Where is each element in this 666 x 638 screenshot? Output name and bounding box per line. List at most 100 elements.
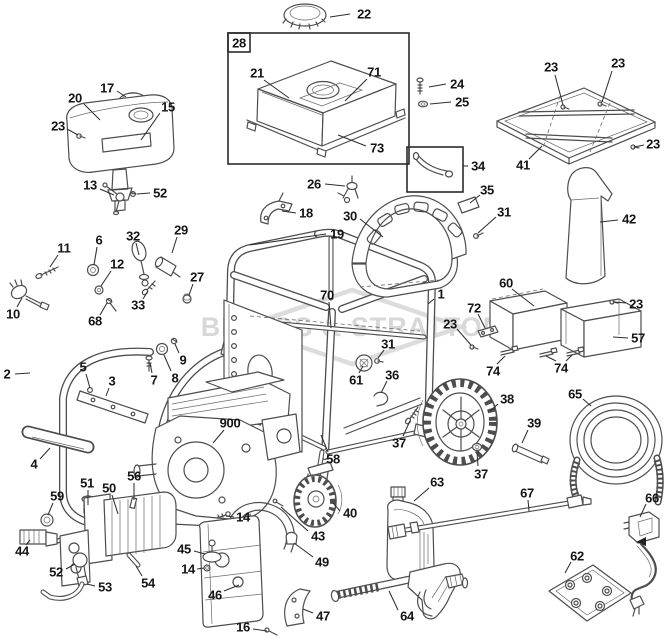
leader-line-15 xyxy=(140,112,161,141)
leader-line-63 xyxy=(413,487,430,502)
leader-line-33 xyxy=(142,290,149,300)
leader-line-20 xyxy=(83,103,101,121)
leader-line-70 xyxy=(328,301,332,329)
leader-line-900 xyxy=(212,429,225,444)
leader-line-50 xyxy=(111,494,119,515)
hose-inset-drawing xyxy=(406,146,464,193)
hardware-cluster-drawing xyxy=(9,240,192,372)
leader-line-60 xyxy=(511,288,535,307)
wand-drawing xyxy=(387,494,592,540)
leader-lines xyxy=(14,13,647,632)
leader-line-57 xyxy=(612,336,629,339)
leader-line-4 xyxy=(39,447,51,460)
leader-line-66 xyxy=(639,503,647,518)
oil-bottle-drawing xyxy=(386,486,435,581)
leader-line-62 xyxy=(564,561,572,574)
leader-line-13 xyxy=(99,188,115,196)
leader-line-3 xyxy=(105,387,110,397)
leader-line-8 xyxy=(163,354,172,372)
panel-cover-drawing xyxy=(351,195,484,298)
leader-line-42 xyxy=(599,219,619,223)
leader-line-19 xyxy=(249,233,327,246)
leader-line-23 xyxy=(66,128,79,136)
leader-line-35 xyxy=(469,194,481,204)
leader-line-32 xyxy=(135,242,140,256)
leader-line-6 xyxy=(93,246,98,266)
charger-drawing xyxy=(623,511,660,617)
leader-line-37 xyxy=(476,451,479,467)
leader-line-45 xyxy=(193,550,206,555)
leader-line-29 xyxy=(171,236,178,254)
leader-line-23 xyxy=(456,328,472,346)
left-tank-drawing xyxy=(66,92,175,216)
leader-line-74 xyxy=(565,354,573,362)
leader-line-23 xyxy=(554,74,564,106)
leader-line-65 xyxy=(582,398,592,407)
leader-line-30 xyxy=(359,218,384,238)
leader-line-23 xyxy=(633,144,645,148)
leader-line-37 xyxy=(402,420,411,437)
leader-line-25 xyxy=(429,101,452,105)
leader-line-52 xyxy=(65,563,76,570)
leader-line-44 xyxy=(25,539,31,546)
engine-drawing xyxy=(133,371,301,529)
leader-line-71 xyxy=(344,78,368,102)
caster-drawing xyxy=(272,449,343,528)
leader-line-16 xyxy=(252,628,268,632)
leader-line-54 xyxy=(135,565,143,577)
leader-line-52 xyxy=(136,192,151,195)
leader-line-39 xyxy=(521,429,529,444)
leader-line-74 xyxy=(545,355,557,362)
leader-line-17 xyxy=(116,90,127,98)
leader-line-21 xyxy=(263,79,290,99)
hubcap-clip-drawing xyxy=(355,354,389,407)
leader-line-43 xyxy=(280,506,309,532)
leader-line-12 xyxy=(100,270,112,287)
spray-gun-drawing xyxy=(330,562,469,620)
nozzle-kit-drawing xyxy=(548,564,632,622)
leader-line-14 xyxy=(196,567,205,570)
leader-line-40 xyxy=(332,502,341,512)
leader-line-53 xyxy=(86,583,96,587)
leader-line-68 xyxy=(99,302,108,316)
skid-plate-drawing xyxy=(496,87,656,165)
leader-line-64 xyxy=(388,590,399,611)
leader-line-72 xyxy=(477,313,486,329)
leader-line-23 xyxy=(601,70,613,103)
leader-line-1 xyxy=(427,298,435,305)
leader-line-2 xyxy=(14,372,31,375)
leader-line-38 xyxy=(489,403,499,412)
leader-line-10 xyxy=(16,297,23,308)
leader-line-46 xyxy=(223,584,240,592)
leader-line-18 xyxy=(281,210,297,214)
leader-line-23 xyxy=(613,301,627,304)
leader-line-61 xyxy=(358,365,364,374)
leader-line-24 xyxy=(428,83,447,88)
leader-line-73 xyxy=(337,134,367,147)
leader-line-31 xyxy=(377,349,385,359)
leader-line-27 xyxy=(188,283,194,296)
hose-coil-drawing xyxy=(569,395,664,506)
leader-line-26 xyxy=(324,183,346,187)
side-panel-drawing xyxy=(565,167,613,285)
leader-line-5 xyxy=(85,373,91,389)
bracket-drawing xyxy=(260,192,293,225)
leader-line-58 xyxy=(320,434,329,453)
leader-line-9 xyxy=(174,343,180,354)
leader-line-7 xyxy=(149,362,153,374)
leader-line-41 xyxy=(528,145,543,160)
leader-line-36 xyxy=(380,380,388,394)
leader-line-47 xyxy=(302,608,314,614)
muffler-drawing xyxy=(198,501,311,636)
leader-line-74 xyxy=(496,355,506,365)
leader-line-59 xyxy=(47,502,54,516)
leader-line-14 xyxy=(225,515,235,518)
fuel-tank-inset-drawing xyxy=(227,3,429,204)
leader-line-11 xyxy=(49,254,59,268)
leader-line-67 xyxy=(527,499,530,512)
leader-line-49 xyxy=(293,542,314,558)
leader-line-22 xyxy=(329,13,351,18)
leader-line-31 xyxy=(477,216,497,234)
